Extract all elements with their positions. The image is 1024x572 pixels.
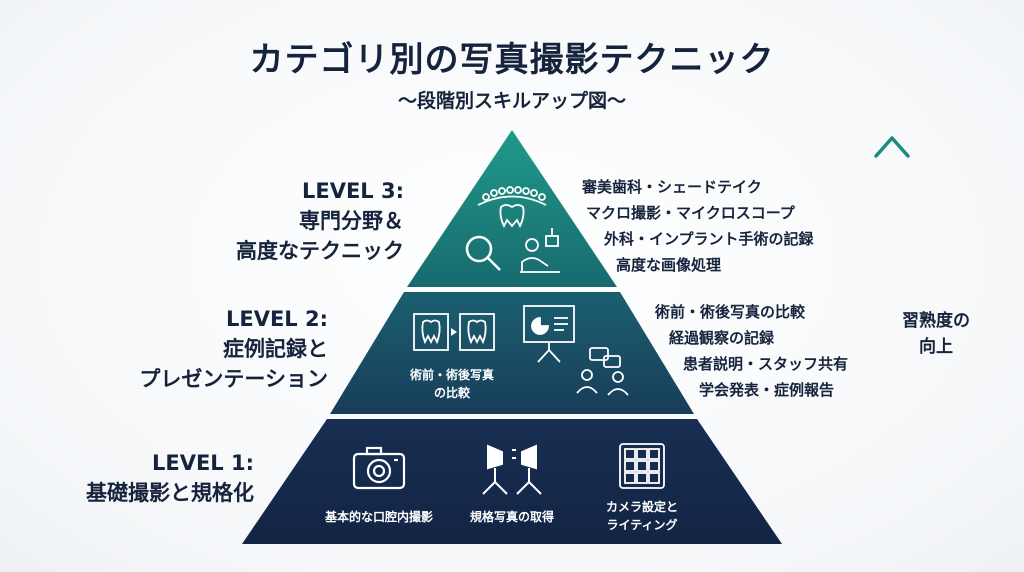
growth-arrow xyxy=(874,136,910,540)
level2-caption-line2: の比較 xyxy=(433,386,470,400)
list-item: 学会発表・症例報告 xyxy=(699,381,835,399)
list-item: 審美歯科・シェードテイク xyxy=(582,178,762,196)
growth-label-line1: 習熟度の xyxy=(902,311,970,331)
level1-caption-2: 規格写真の取得 xyxy=(469,510,554,524)
page-subtitle: 〜段階別スキルアップ図〜 xyxy=(397,90,626,112)
tooth-compare-icon xyxy=(413,313,495,351)
list-item: 高度な画像処理 xyxy=(616,256,722,274)
level1-caption-3-line2: ライティング xyxy=(606,518,678,532)
level2-caption-line1: 術前・術後写真 xyxy=(409,368,494,382)
presentation-board-icon xyxy=(523,305,575,363)
level3-heading: LEVEL 3: xyxy=(301,179,404,203)
level1-caption-3-line1: カメラ設定と xyxy=(605,500,678,514)
level3-title-line2: 高度なテクニック xyxy=(236,239,404,263)
growth-label-line2: 向上 xyxy=(919,337,953,357)
level1-caption-3: カメラ設定と ライティング xyxy=(582,498,702,534)
level2-title-line1: 症例記録と xyxy=(223,337,328,361)
tier-level-3 xyxy=(407,130,617,287)
growth-label: 習熟度の 向上 xyxy=(902,308,970,360)
level2-heading: LEVEL 2: xyxy=(225,307,328,331)
level1-title-line1: 基礎撮影と規格化 xyxy=(86,481,254,505)
teeth-row-icon xyxy=(477,186,547,229)
level3-items: 審美歯科・シェードテイク マクロ撮影・マイクロスコープ 外科・インプラント手術の… xyxy=(582,174,814,278)
level2-label: LEVEL 2: 症例記録と プレゼンテーション xyxy=(139,304,328,394)
level2-items: 術前・術後写真の比較 経過観察の記録 患者説明・スタッフ共有 学会発表・症例報告 xyxy=(655,299,848,403)
surgeon-icon xyxy=(520,228,560,273)
camera-icon xyxy=(352,446,406,490)
list-item: マクロ撮影・マイクロスコープ xyxy=(586,204,795,222)
tier-level-2 xyxy=(330,292,694,414)
list-item: 患者説明・スタッフ共有 xyxy=(683,355,849,373)
magnifier-icon xyxy=(465,235,501,271)
level3-label: LEVEL 3: 専門分野＆ 高度なテクニック xyxy=(236,176,404,266)
level1-label: LEVEL 1: 基礎撮影と規格化 xyxy=(86,448,254,508)
list-item: 経過観察の記録 xyxy=(669,329,775,347)
studio-lights-icon xyxy=(482,444,542,495)
list-item: 外科・インプラント手術の記録 xyxy=(604,230,814,248)
level1-heading: LEVEL 1: xyxy=(151,451,254,475)
list-item: 術前・術後写真の比較 xyxy=(655,303,806,321)
page-title: カテゴリ別の写真撮影テクニック xyxy=(249,40,775,80)
level1-caption-1: 基本的な口腔内撮影 xyxy=(324,510,433,524)
photo-grid-icon xyxy=(619,443,665,489)
level3-title-line1: 専門分野＆ xyxy=(299,209,404,233)
level2-caption: 術前・術後写真 の比較 xyxy=(392,366,512,402)
level2-title-line2: プレゼンテーション xyxy=(139,367,328,391)
discussion-icon xyxy=(576,347,629,396)
